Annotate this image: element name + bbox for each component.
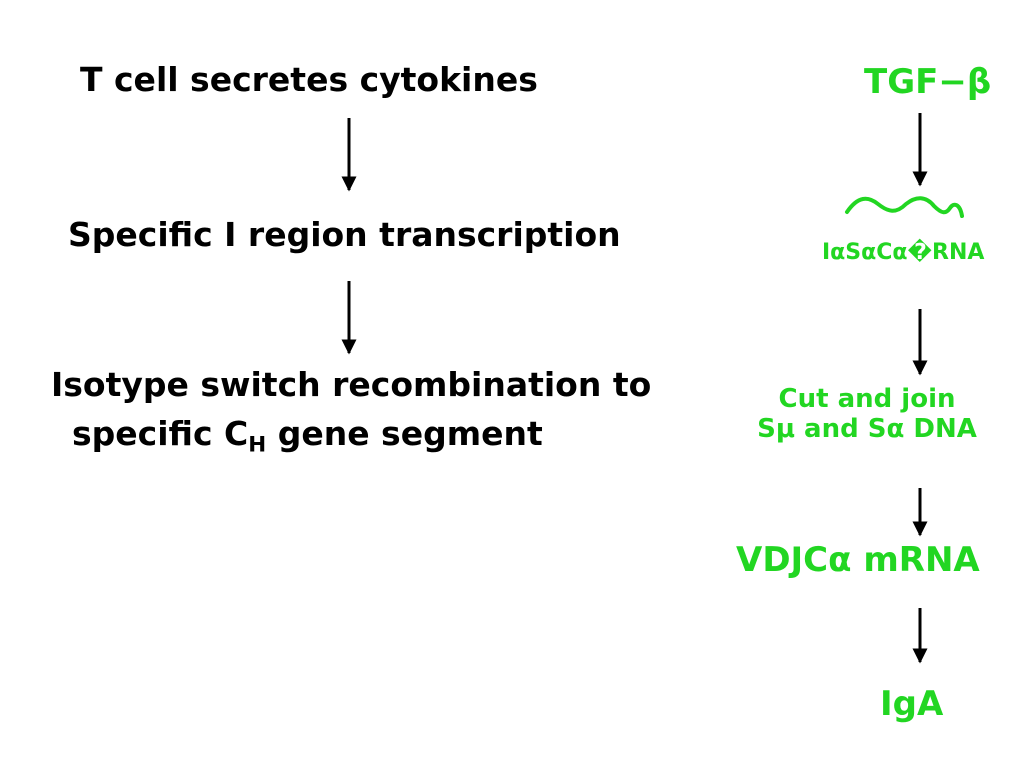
rna-wave-icon (845, 196, 964, 218)
left-step-3-line-2: specific CH gene segment (72, 414, 543, 458)
left-step-1: T cell secretes cytokines (80, 60, 538, 99)
left-step-3-subscript: H (248, 432, 267, 458)
right-tgf-beta: TGF−β (864, 62, 992, 102)
right-vdjc-mrna: VDJCα mRNA (736, 540, 980, 580)
right-rna-label: IαSαCα�RNA (822, 240, 985, 265)
right-cut-join-line-2: Sμ and Sα DNA (757, 413, 977, 444)
right-cut-join: Cut and join Sμ and Sα DNA (736, 384, 998, 445)
right-cut-join-line-1: Cut and join (778, 384, 956, 414)
left-step-2: Specific I region transcription (68, 215, 621, 254)
left-step-3-prefix: specific C (72, 414, 249, 453)
left-step-3-line-1: Isotype switch recombination to (51, 365, 652, 404)
left-step-3-suffix: gene segment (266, 414, 543, 453)
right-iga: IgA (880, 684, 944, 724)
